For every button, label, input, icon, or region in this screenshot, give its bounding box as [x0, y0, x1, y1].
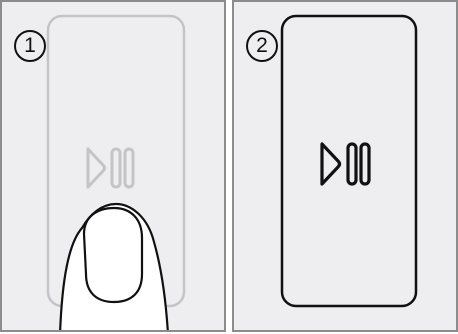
step-2-panel: 2 — [232, 0, 458, 332]
fingertip-press-icon — [60, 204, 168, 330]
step-number-2: 2 — [246, 30, 278, 62]
step-1-panel: 1 — [0, 0, 226, 332]
step-number-1: 1 — [14, 30, 46, 62]
play-pause-icon — [322, 144, 369, 184]
play-pause-icon — [88, 149, 133, 187]
